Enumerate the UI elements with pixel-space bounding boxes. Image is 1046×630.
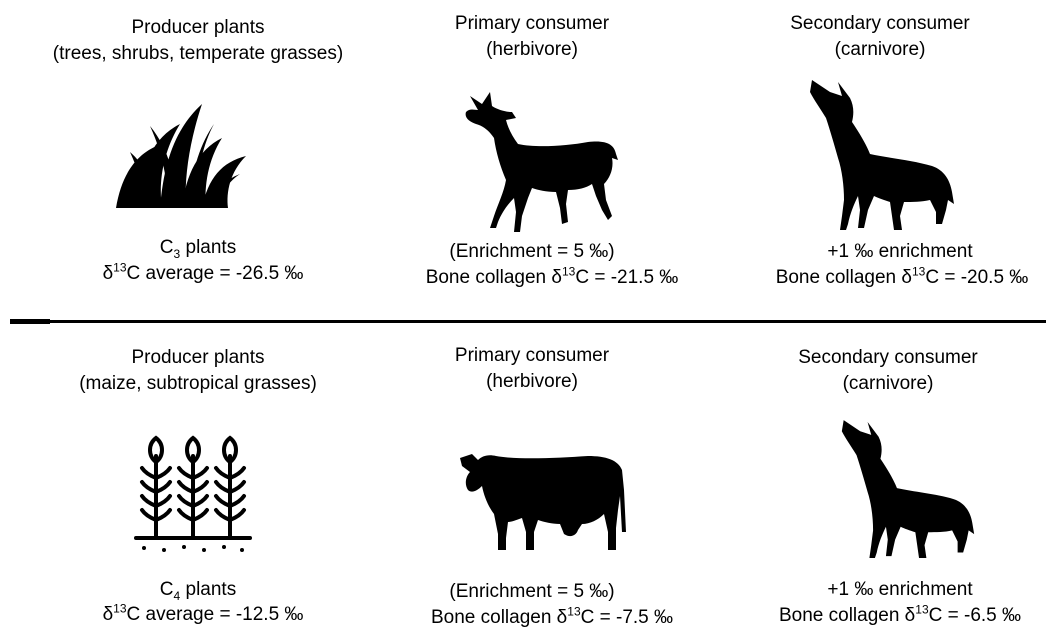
bone-sup: 13 (912, 265, 925, 279)
row-divider (10, 320, 1046, 323)
bottom-secondary-bone: Bone collagen δ13C = -6.5 ‰ (754, 604, 1046, 628)
bone-sup: 13 (915, 603, 928, 617)
grass-icon (110, 100, 250, 208)
top-producer-title: Producer plants (58, 16, 338, 40)
avg-sup: 13 (113, 602, 126, 616)
bottom-secondary-subtitle: (carnivore) (808, 372, 968, 396)
bottom-primary-subtitle: (herbivore) (442, 370, 622, 394)
avg-prefix: δ (103, 604, 114, 625)
bone-suffix: C = -21.5 ‰ (575, 267, 678, 288)
bottom-primary-enrichment: (Enrichment = 5 ‰) (432, 580, 632, 604)
bone-prefix: Bone collagen δ (779, 605, 915, 626)
bone-sup: 13 (562, 265, 575, 279)
plant-prefix: C (160, 579, 174, 600)
plant-suffix: plants (180, 237, 236, 258)
bone-prefix: Bone collagen δ (431, 607, 567, 628)
bone-sup: 13 (567, 605, 580, 619)
top-producer-average: δ13C average = -26.5 ‰ (58, 262, 348, 286)
top-producer-plants: C3 plants (108, 236, 288, 260)
wolf-icon (840, 418, 976, 562)
top-primary-enrichment: (Enrichment = 5 ‰) (432, 240, 632, 264)
cow-icon (458, 450, 628, 554)
bottom-producer-subtitle: (maize, subtropical grasses) (48, 372, 348, 396)
plant-prefix: C (160, 237, 174, 258)
bottom-secondary-enrichment: +1 ‰ enrichment (800, 578, 1000, 602)
top-primary-subtitle: (herbivore) (442, 38, 622, 62)
bottom-producer-average: δ13C average = -12.5 ‰ (58, 603, 348, 627)
bottom-primary-title: Primary consumer (412, 344, 652, 368)
top-secondary-subtitle: (carnivore) (800, 38, 960, 62)
avg-prefix: δ (103, 263, 114, 284)
top-primary-title: Primary consumer (412, 12, 652, 36)
plant-suffix: plants (180, 579, 236, 600)
avg-sup: 13 (113, 261, 126, 275)
bone-prefix: Bone collagen δ (776, 267, 912, 288)
bone-suffix: C = -20.5 ‰ (925, 267, 1028, 288)
bottom-primary-bone: Bone collagen δ13C = -7.5 ‰ (402, 606, 702, 630)
bottom-producer-title: Producer plants (58, 346, 338, 370)
avg-suffix: C average = -26.5 ‰ (127, 263, 304, 284)
top-secondary-bone: Bone collagen δ13C = -20.5 ‰ (752, 266, 1046, 290)
deer-icon (456, 88, 622, 234)
bone-suffix: C = -6.5 ‰ (929, 605, 1021, 626)
bottom-secondary-title: Secondary consumer (768, 346, 1008, 370)
top-secondary-title: Secondary consumer (760, 12, 1000, 36)
top-primary-bone: Bone collagen δ13C = -21.5 ‰ (402, 266, 702, 290)
wolf-icon (808, 78, 956, 234)
top-producer-subtitle: (trees, shrubs, temperate grasses) (28, 42, 368, 66)
avg-suffix: C average = -12.5 ‰ (127, 604, 304, 625)
bone-prefix: Bone collagen δ (426, 267, 562, 288)
bone-suffix: C = -7.5 ‰ (581, 607, 673, 628)
crops-icon (134, 434, 252, 554)
bottom-producer-plants: C4 plants (108, 578, 288, 602)
top-secondary-enrichment: +1 ‰ enrichment (800, 240, 1000, 264)
row-divider-start (10, 319, 50, 324)
